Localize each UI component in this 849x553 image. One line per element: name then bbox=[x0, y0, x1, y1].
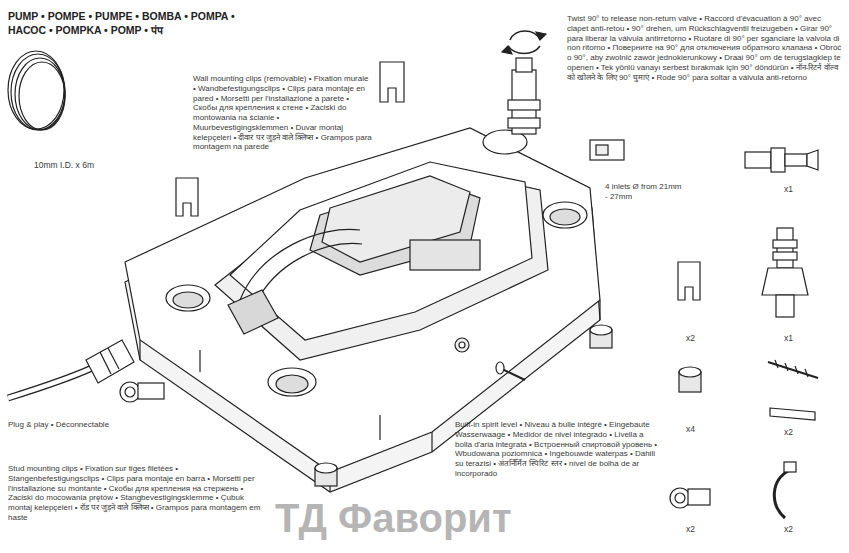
wall-clips-note: Wall mounting clips (removable) • Fixati… bbox=[193, 74, 373, 152]
quantity: x1 bbox=[784, 184, 793, 194]
quantity: x4 bbox=[686, 424, 695, 434]
power-cable bbox=[8, 340, 134, 398]
quantity: x2 bbox=[784, 427, 793, 437]
plug-note: Plug & play • Déconnectable bbox=[8, 420, 118, 430]
valve-note: Twist 90° to release non-return valve • … bbox=[567, 14, 843, 82]
inlets-note: 4 inlets Ø from 21mm - 27mm bbox=[605, 182, 683, 202]
stud-clips-note: Stud mounting clips • Fixation sur tiges… bbox=[8, 464, 263, 523]
quantity: x2 bbox=[784, 524, 793, 534]
quantity: x2 bbox=[784, 524, 793, 534]
spirit-level-note: Built-in spirit level • Niveau à bulle i… bbox=[455, 420, 660, 479]
spirit-level-note: Built-in spirit level • Niveau à bulle i… bbox=[455, 420, 660, 479]
hose-size: 10mm I.D. x 6m bbox=[34, 160, 94, 170]
quantity: x2 bbox=[686, 524, 695, 534]
title: PUMP • POMPE • PUMPE • BOMBA • POMPA • Н… bbox=[8, 10, 270, 37]
wall-clips-note: Wall mounting clips (removable) • Fixati… bbox=[193, 74, 373, 152]
screw bbox=[496, 362, 525, 380]
non-return-valve bbox=[502, 31, 546, 134]
plug-note: Plug & play • Déconnectable bbox=[8, 420, 118, 430]
quantity: x2 bbox=[686, 524, 695, 534]
inlets-note: 4 inlets Ø from 21mm - 27mm bbox=[605, 182, 683, 202]
quantity: x1 bbox=[784, 184, 793, 194]
quantity: x4 bbox=[686, 424, 695, 434]
watermark: ТД Фаворит bbox=[275, 496, 512, 540]
quantity: x1 bbox=[784, 333, 793, 343]
quantity: x1 bbox=[784, 333, 793, 343]
mounting-clips bbox=[120, 62, 624, 402]
title: PUMP • POMPE • PUMPE • BOMBA • POMPA • Н… bbox=[8, 10, 270, 37]
watermark: ТД Фаворит bbox=[275, 496, 512, 540]
quantity: x2 bbox=[686, 333, 695, 343]
stud-clips-note: Stud mounting clips • Fixation sur tiges… bbox=[8, 464, 263, 523]
hose-size: 10mm I.D. x 6m bbox=[34, 160, 94, 170]
quantity: x2 bbox=[686, 333, 695, 343]
accessories bbox=[670, 148, 818, 518]
quantity: x2 bbox=[784, 427, 793, 437]
hose-coil bbox=[8, 51, 65, 130]
valve-note: Twist 90° to release non-return valve • … bbox=[567, 14, 843, 82]
